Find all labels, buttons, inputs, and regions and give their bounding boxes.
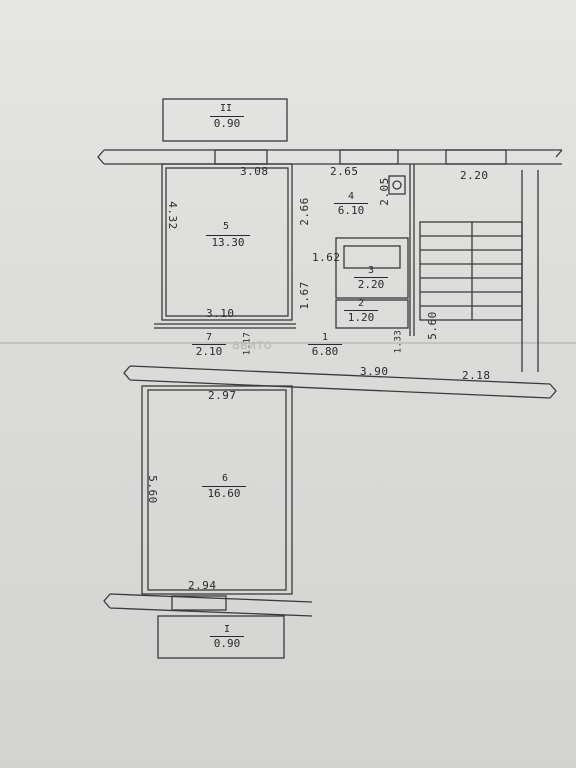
room-2-area: 1.20 bbox=[344, 310, 378, 323]
room-4-area: 6.10 bbox=[334, 203, 368, 216]
top-exterior-wall bbox=[97, 149, 563, 165]
room-7-area: 2.10 bbox=[192, 344, 226, 357]
bathroom-block bbox=[335, 237, 409, 299]
room-5-area: 13.30 bbox=[206, 235, 250, 248]
room-6-outline bbox=[141, 385, 293, 595]
room-3-area: 2.20 bbox=[354, 277, 388, 290]
kitchen-wall bbox=[409, 164, 415, 336]
bathtub bbox=[343, 245, 401, 269]
room-6-inner bbox=[147, 389, 287, 591]
dim-5-60: 5.60 bbox=[145, 475, 159, 504]
stove bbox=[388, 175, 406, 195]
top-window-2 bbox=[339, 149, 399, 165]
room-5-inner bbox=[165, 167, 289, 317]
room-2-number: 2 bbox=[357, 298, 365, 309]
room-6-area: 16.60 bbox=[202, 486, 246, 499]
balcony-bottom bbox=[157, 615, 285, 659]
stove-burner bbox=[392, 180, 402, 190]
stairwell bbox=[419, 221, 523, 321]
top-window-1 bbox=[214, 149, 268, 165]
dim-1-33: 1.33 bbox=[393, 329, 404, 354]
middle-wall bbox=[123, 365, 557, 399]
dim-2-05: 2.05 bbox=[377, 177, 391, 206]
top-window-3 bbox=[445, 149, 507, 165]
bottom-exterior-wall bbox=[103, 593, 313, 617]
balcony-top bbox=[162, 98, 288, 142]
room-1-number: 1 bbox=[321, 332, 329, 343]
watermark-text: авито bbox=[232, 338, 272, 353]
room-i-area: 0.90 bbox=[210, 636, 244, 649]
wc-block bbox=[335, 299, 409, 329]
dim-2-20: 2.20 bbox=[460, 169, 489, 182]
dim-4-32: 4.32 bbox=[165, 201, 179, 230]
paper-fold bbox=[0, 342, 576, 344]
dim-2-66: 2.66 bbox=[297, 197, 311, 226]
room-ii-area: 0.90 bbox=[210, 116, 244, 129]
dim-2-97: 2.97 bbox=[208, 389, 237, 402]
room-5-outline bbox=[161, 163, 293, 321]
room-4-number: 4 bbox=[347, 191, 355, 202]
dim-3-10: 3.10 bbox=[206, 307, 235, 320]
room-6-number: 6 bbox=[221, 473, 229, 484]
room-5-number: 5 bbox=[222, 221, 230, 232]
dim-2-65: 2.65 bbox=[330, 165, 359, 178]
corridor-wall bbox=[154, 323, 296, 329]
room-1-area: 6.80 bbox=[308, 344, 342, 357]
dim-1-67: 1.67 bbox=[297, 281, 311, 310]
dim-5-60-top: 5.60 bbox=[425, 311, 439, 340]
stair-side-wall bbox=[521, 170, 539, 372]
room-7-number: 7 bbox=[205, 332, 213, 343]
dim-2-94: 2.94 bbox=[188, 579, 217, 592]
bottom-window bbox=[171, 595, 227, 611]
stair-steps bbox=[420, 222, 522, 320]
dim-2-18: 2.18 bbox=[462, 369, 491, 382]
dim-3-08: 3.08 bbox=[240, 165, 269, 178]
room-ii-number: II bbox=[219, 103, 233, 114]
room-i-number: I bbox=[223, 624, 231, 635]
room-3-number: 3 bbox=[367, 265, 375, 276]
dim-3-90: 3.90 bbox=[360, 365, 389, 378]
dim-1-62: 1.62 bbox=[312, 251, 341, 264]
